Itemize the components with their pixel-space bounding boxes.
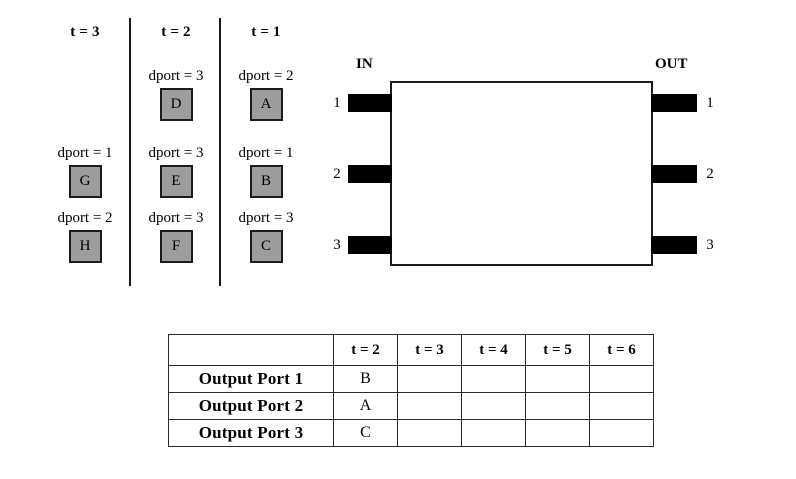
queue-column-t2: t = 2 dport = 3 D dport = 3 E dport = 3 …	[131, 0, 221, 300]
switch-diagram: IN OUT 1 2 3 1 2 3	[333, 56, 714, 266]
cell-port2-t4[interactable]	[461, 392, 526, 420]
cell-port1-t6[interactable]	[589, 365, 654, 393]
table-row: Output Port 3 C	[168, 419, 654, 447]
packet-H-box: H	[68, 230, 102, 263]
input-port-1-bar[interactable]	[348, 94, 392, 112]
table-header-t5: t = 5	[525, 334, 590, 366]
packet-E-dport: dport = 3	[148, 145, 204, 161]
input-port-3-bar[interactable]	[348, 236, 392, 254]
queue-column-title-t1: t = 1	[251, 24, 281, 40]
input-port-2-bar[interactable]	[348, 165, 392, 183]
packet-C-dport: dport = 3	[238, 210, 294, 226]
packet-H-dport: dport = 2	[57, 210, 113, 226]
output-port-2-bar[interactable]	[651, 165, 697, 183]
cell-port3-t6[interactable]	[589, 419, 654, 447]
cell-port2-t3[interactable]	[397, 392, 462, 420]
output-port-1-bar[interactable]	[651, 94, 697, 112]
packet-A[interactable]: dport = 2 A	[221, 68, 311, 121]
row-label-output-port-1: Output Port 1	[168, 365, 334, 393]
table-row: Output Port 2 A	[168, 392, 654, 420]
in-label: IN	[356, 56, 373, 72]
output-port-1-number: 1	[706, 95, 714, 111]
output-schedule-table: t = 2 t = 3 t = 4 t = 5 t = 6 Output Por…	[168, 334, 654, 447]
packet-F-dport: dport = 3	[148, 210, 204, 226]
table-header-corner	[168, 334, 334, 366]
queue-column-title-t3: t = 3	[70, 24, 100, 40]
packet-C-box: C	[249, 230, 283, 263]
row-label-output-port-3: Output Port 3	[168, 419, 334, 447]
packet-D-box: D	[159, 88, 193, 121]
input-port-3-number: 3	[333, 237, 341, 253]
packet-D-dport: dport = 3	[148, 68, 204, 84]
cell-port3-t4[interactable]	[461, 419, 526, 447]
switch-fabric-box	[390, 81, 653, 266]
cell-port1-t5[interactable]	[525, 365, 590, 393]
packet-B[interactable]: dport = 1 B	[221, 145, 311, 198]
packet-queue-area: t = 3 dport = 1 G dport = 2 H t = 2 dpor…	[0, 0, 330, 300]
queue-divider-2	[219, 18, 221, 286]
input-port-2-number: 2	[333, 166, 341, 182]
cell-port2-t5[interactable]	[525, 392, 590, 420]
packet-G-dport: dport = 1	[57, 145, 113, 161]
packet-A-dport: dport = 2	[238, 68, 294, 84]
cell-port3-t3[interactable]	[397, 419, 462, 447]
cell-port1-t4[interactable]	[461, 365, 526, 393]
packet-G-box: G	[68, 165, 102, 198]
input-port-1-number: 1	[333, 95, 341, 111]
packet-B-dport: dport = 1	[238, 145, 294, 161]
packet-D[interactable]: dport = 3 D	[131, 68, 221, 121]
output-port-3-bar[interactable]	[651, 236, 697, 254]
cell-port1-t2[interactable]: B	[333, 365, 398, 393]
cell-port2-t6[interactable]	[589, 392, 654, 420]
packet-F[interactable]: dport = 3 F	[131, 210, 221, 263]
cell-port3-t2[interactable]: C	[333, 419, 398, 447]
packet-E[interactable]: dport = 3 E	[131, 145, 221, 198]
cell-port1-t3[interactable]	[397, 365, 462, 393]
packet-E-box: E	[159, 165, 193, 198]
table-header-t2: t = 2	[333, 334, 398, 366]
queue-column-title-t2: t = 2	[161, 24, 191, 40]
table-header-t3: t = 3	[397, 334, 462, 366]
queue-column-t1: t = 1 dport = 2 A dport = 1 B dport = 3 …	[221, 0, 311, 300]
packet-G[interactable]: dport = 1 G	[40, 145, 130, 198]
packet-H[interactable]: dport = 2 H	[40, 210, 130, 263]
table-header-t6: t = 6	[589, 334, 654, 366]
table-header-t4: t = 4	[461, 334, 526, 366]
cell-port2-t2[interactable]: A	[333, 392, 398, 420]
output-port-2-number: 2	[706, 166, 714, 182]
packet-B-box: B	[249, 165, 283, 198]
cell-port3-t5[interactable]	[525, 419, 590, 447]
packet-A-box: A	[249, 88, 283, 121]
packet-F-box: F	[159, 230, 193, 263]
out-label: OUT	[655, 56, 688, 72]
row-label-output-port-2: Output Port 2	[168, 392, 334, 420]
table-row: Output Port 1 B	[168, 365, 654, 393]
table-header-row: t = 2 t = 3 t = 4 t = 5 t = 6	[168, 334, 654, 366]
queue-divider-1	[129, 18, 131, 286]
output-port-3-number: 3	[706, 237, 714, 253]
packet-C[interactable]: dport = 3 C	[221, 210, 311, 263]
queue-column-t3: t = 3 dport = 1 G dport = 2 H	[40, 0, 130, 300]
